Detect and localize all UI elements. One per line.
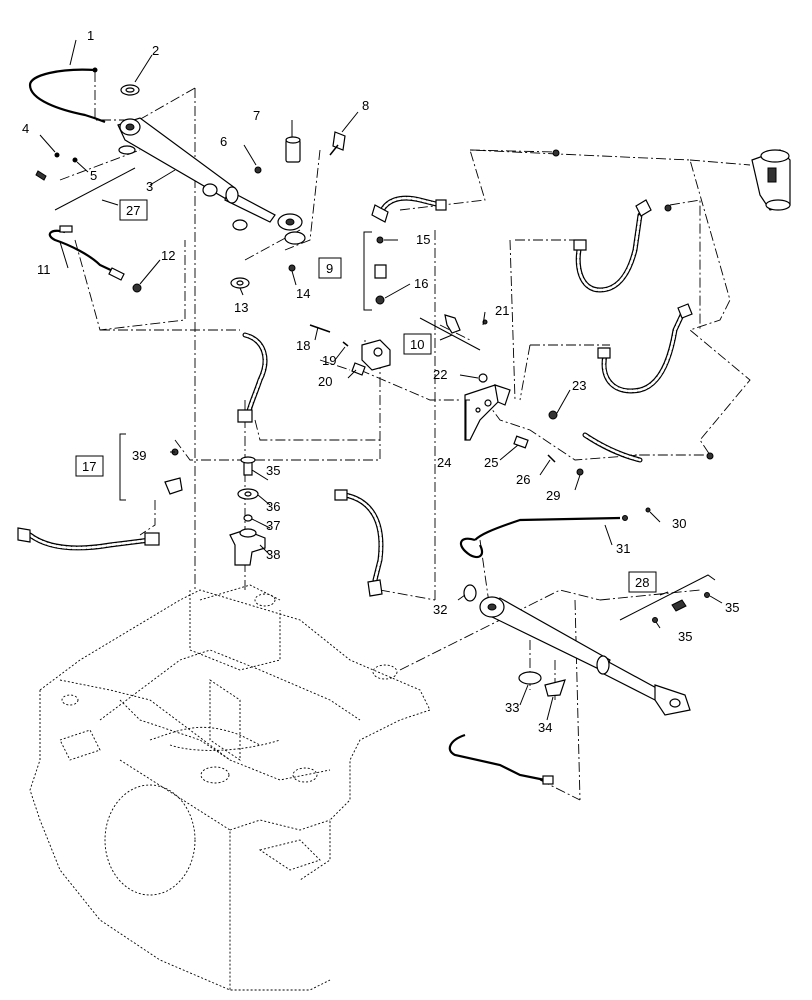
center-hose <box>237 332 268 423</box>
callout-26: 31 <box>616 541 630 556</box>
part-1-upper-cylinder <box>117 117 306 245</box>
svg-text:9: 9 <box>326 261 333 276</box>
boxed-callouts: 9 10 17 27 28 <box>75 199 657 593</box>
part-30-ring <box>463 584 477 602</box>
callout-16: 24 <box>437 455 451 470</box>
callout-37: 5 <box>90 168 97 183</box>
svg-text:27: 27 <box>126 203 140 218</box>
callout-6: 35 <box>266 463 280 478</box>
leader-lines <box>39 39 723 721</box>
callout-21: 13 <box>234 300 248 315</box>
part-33-nut <box>132 283 142 293</box>
part-8-7-pins <box>309 324 349 347</box>
part-16-bracket <box>464 384 511 441</box>
part-22-bolt <box>329 131 346 156</box>
boxed-callout-9: 9 <box>318 257 342 279</box>
callout-2: 2 <box>152 43 159 58</box>
callout-8: 18 <box>296 338 310 353</box>
callout-15: 25 <box>484 455 498 470</box>
callout-33: 12 <box>161 248 175 263</box>
part-28-fasteners <box>652 592 710 623</box>
svg-text:28: 28 <box>635 575 649 590</box>
svg-text:10: 10 <box>410 337 424 352</box>
callout-5: 36 <box>266 499 280 514</box>
part-2-washer <box>120 84 140 96</box>
part-19-nut <box>254 166 262 174</box>
callout-25: 33 <box>505 700 519 715</box>
part-23-pin <box>285 136 301 163</box>
callout-3: 38 <box>266 547 280 562</box>
callout-36: 39 <box>132 448 146 463</box>
callout-14: 29 <box>546 488 560 503</box>
callout-20: 14 <box>296 286 310 301</box>
part-17-hose-group <box>17 448 183 551</box>
boxed-callout-10: 10 <box>403 333 432 355</box>
callout-11: 22 <box>433 367 447 382</box>
lower-cylinder <box>479 596 691 716</box>
callout-22: 8 <box>362 98 369 113</box>
group-brackets <box>54 167 716 621</box>
boxed-callout-28: 28 <box>628 571 657 593</box>
part-25-24-clamp <box>518 671 566 697</box>
callout-7: 19 <box>322 353 336 368</box>
callout-32: 11 <box>37 262 51 277</box>
callout-12: 23 <box>572 378 586 393</box>
lower-tube <box>448 733 554 785</box>
part-11-nut <box>478 373 488 383</box>
callout-39: 35 <box>725 600 739 615</box>
right-hoses <box>552 149 714 463</box>
callout-13: 26 <box>516 472 530 487</box>
part-10-elbow-fitting <box>444 314 488 334</box>
callout-4: 37 <box>266 518 280 533</box>
steering-valve <box>751 149 791 211</box>
callout-38: 35 <box>678 629 692 644</box>
part-9-hose-group <box>371 195 447 305</box>
callout-18: 20 <box>318 374 332 389</box>
callout-35-right: 21 <box>495 303 509 318</box>
callout-35-left: 4 <box>22 121 29 136</box>
part-18-valve-block <box>351 339 391 376</box>
phantom-lines <box>59 72 751 801</box>
middle-hose <box>334 489 384 597</box>
callout-23: 7 <box>253 108 260 123</box>
part-21-washer <box>230 277 250 289</box>
callout-1: 3 <box>146 179 153 194</box>
part-12-nut <box>548 410 558 420</box>
part-20-screw <box>288 264 296 272</box>
callout-24: 34 <box>538 720 552 735</box>
part-35-37-fasteners <box>35 152 78 181</box>
svg-text:17: 17 <box>82 459 96 474</box>
callout-labels: 1 2 3 4 5 6 7 8 11 12 13 14 15 16 18 19 … <box>22 28 739 735</box>
part-6-5-4-3-pivot <box>229 456 266 566</box>
chassis-frame <box>29 584 431 991</box>
callout-31: 1 <box>87 28 94 43</box>
boxed-callout-27: 27 <box>119 199 148 221</box>
callout-34: 16 <box>414 276 428 291</box>
part-26-cable <box>459 507 651 559</box>
part-32-cable <box>48 225 125 281</box>
callout-30: 32 <box>433 602 447 617</box>
callout-19: 6 <box>220 134 227 149</box>
callout-29: 30 <box>672 516 686 531</box>
part-31-sensor-cable <box>28 67 106 124</box>
callout-35-mid: 15 <box>416 232 430 247</box>
boxed-callout-17: 17 <box>75 455 104 477</box>
